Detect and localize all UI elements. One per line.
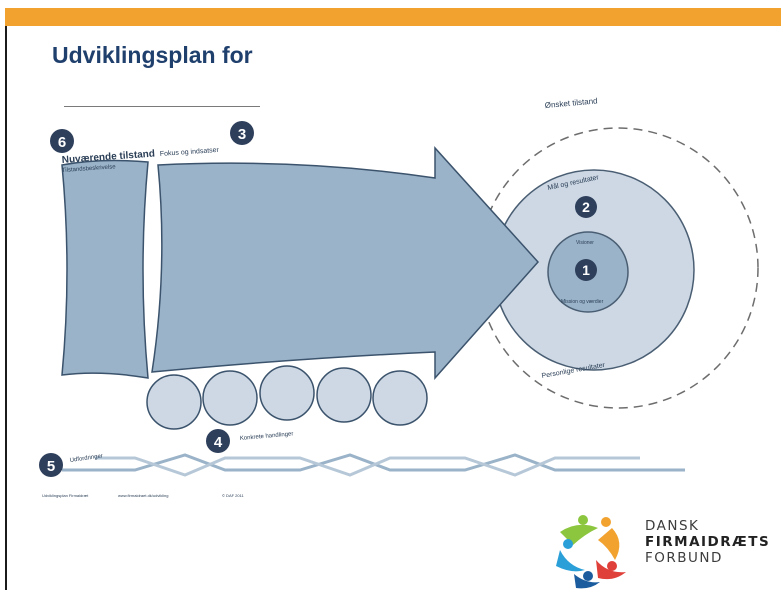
core-top-label: Visioner — [576, 240, 594, 246]
footer-text: www.firmaidraet.dk/udvikling — [118, 493, 168, 498]
action-circle — [259, 365, 315, 421]
zigzag-line-b — [95, 456, 640, 477]
svg-text:3: 3 — [238, 126, 246, 143]
orange-header-bar — [5, 8, 781, 26]
badge-2: 2 — [575, 196, 597, 218]
action-circle — [146, 374, 202, 430]
svg-text:2: 2 — [582, 199, 590, 215]
zigzag-line-a — [62, 453, 685, 472]
page-title: Udviklingsplan for — [52, 42, 253, 68]
focus-label: Fokus og indsatser — [160, 147, 220, 158]
badge-1: 1 — [575, 259, 597, 281]
challenges-label: Udfordringer — [69, 453, 103, 464]
focus-arrow — [151, 146, 540, 380]
actions-label: Konkrete handlinger — [240, 431, 294, 442]
action-circle — [202, 370, 258, 426]
svg-text:1: 1 — [582, 262, 590, 278]
badge-5: 5 — [39, 453, 63, 477]
core-bottom-label: Mission og værdier — [561, 299, 604, 305]
svg-text:6: 6 — [58, 134, 66, 151]
firmaidraet-logo-text: DANSK FIRMAIDRÆTS FORBUND — [645, 518, 770, 566]
svg-text:5: 5 — [47, 458, 55, 475]
frame-border — [5, 8, 7, 590]
badge-3: 3 — [230, 121, 254, 145]
firmaidraet-logo-icon — [556, 515, 626, 589]
name-line — [64, 106, 260, 107]
logo-line-1: DANSK — [645, 518, 700, 534]
logo-line-3: FORBUND — [645, 550, 723, 566]
current-state-sublabel: Tilstandsbeskrivelse — [62, 164, 117, 174]
footer-text: Udviklingsplan Firmaidræt — [42, 493, 89, 498]
footer-text: © DAF 2011 — [222, 493, 245, 498]
badge-6: 6 — [50, 129, 74, 153]
desired-state-label: Ønsket tilstand — [544, 96, 598, 110]
current-state-panel — [61, 159, 149, 379]
logo-line-2: FIRMAIDRÆTS — [645, 534, 771, 550]
svg-text:4: 4 — [214, 434, 223, 451]
action-circle — [372, 370, 428, 426]
action-circle — [316, 367, 372, 423]
badge-4: 4 — [206, 429, 230, 453]
